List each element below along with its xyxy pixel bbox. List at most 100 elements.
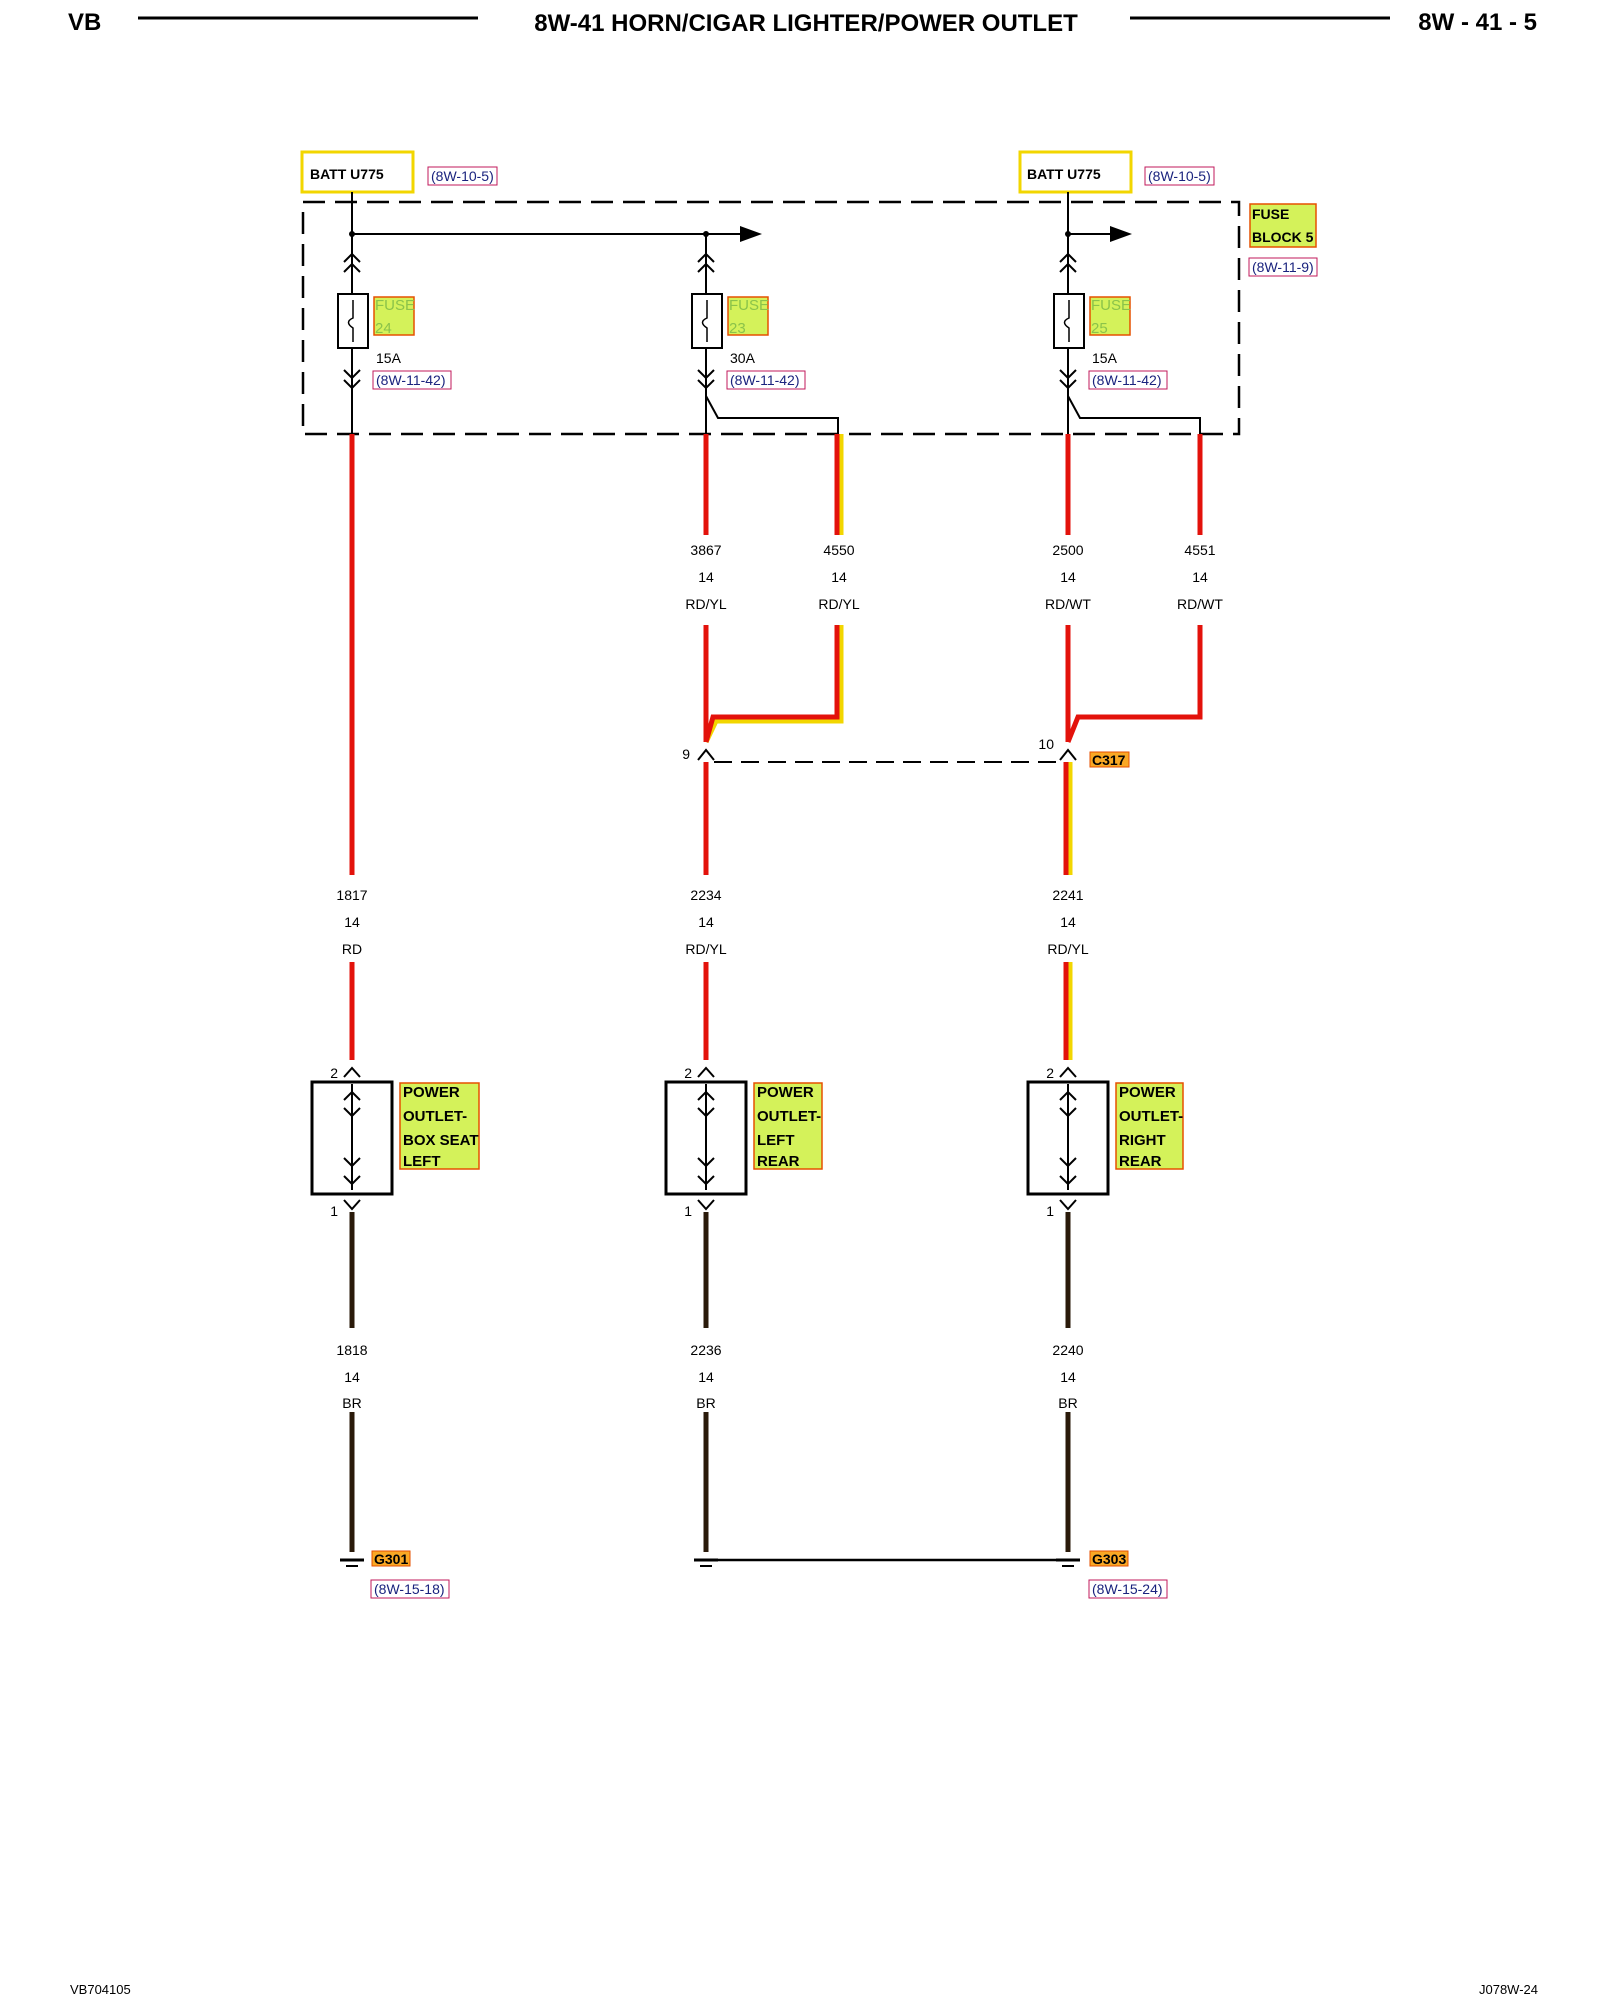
- ground-wires: [349, 1212, 1071, 1562]
- connector-chevron: [343, 252, 361, 263]
- fuse-element: [701, 300, 708, 342]
- power-outlet-right-rear: 2 1 POWER OUTLET- RIGHT REAR: [1026, 1065, 1184, 1219]
- fuse-23: FUSE 23 30A (8W-11-42): [691, 234, 839, 434]
- connector-chevron: [697, 1175, 715, 1186]
- ground-ref-box: [370, 1579, 450, 1599]
- outlet-label-line: RIGHT: [1119, 1132, 1166, 1149]
- wire-gauge: 14: [698, 1369, 714, 1385]
- connector-chevron: [343, 262, 361, 273]
- wire-labels-mid: 1817 14 RD 2234 14 RD/YL 2241 14 RD/YL: [336, 887, 1088, 957]
- batt-box: [300, 150, 415, 194]
- batt-ref-box: [1144, 166, 1215, 186]
- fuse-ref: (8W-11-42): [1092, 372, 1162, 388]
- connector-chevron: [697, 1090, 715, 1101]
- page-header: VB 8W-41 HORN/CIGAR LIGHTER/POWER OUTLET…: [68, 9, 1537, 37]
- wire-color: RD/WT: [1177, 596, 1223, 612]
- connector-chevron: [343, 1175, 361, 1186]
- fuse-name: FUSE: [375, 297, 415, 314]
- ground-highlight: [1089, 1550, 1129, 1567]
- batt-ref-box: [427, 166, 498, 186]
- batt-label: BATT U775: [1027, 166, 1101, 182]
- outlet-label-line: OUTLET-: [403, 1108, 467, 1125]
- fuse-amps: 30A: [730, 350, 756, 366]
- outlet-label-line: BOX SEAT: [403, 1132, 479, 1149]
- connector-chevron: [697, 1107, 715, 1118]
- wire-circuit: 4550: [823, 542, 854, 558]
- wire-color: BR: [696, 1395, 715, 1411]
- connector-chevron: [1059, 748, 1077, 761]
- wire-4550: [703, 625, 840, 743]
- wire-gauge: 14: [698, 914, 714, 930]
- outlet-pin-top: 2: [1046, 1065, 1054, 1081]
- connector-chevron: [343, 379, 361, 390]
- connector-chevron: [1059, 1066, 1077, 1078]
- wire-4550-stripe: [703, 625, 844, 744]
- connector-chevron: [697, 748, 715, 761]
- power-outlet-left-rear: 2 1 POWER OUTLET- LEFT REAR: [664, 1065, 823, 1219]
- outlet-label-line: LEFT: [403, 1153, 441, 1170]
- fuse-ref-box: [1088, 370, 1168, 390]
- fuse-block-line2: BLOCK 5: [1252, 229, 1314, 245]
- connector-chevron: [697, 1157, 715, 1168]
- connector-chevron: [1059, 369, 1077, 380]
- splice-branch: [1067, 395, 1201, 434]
- outlet-label-highlight: [1115, 1082, 1184, 1170]
- bus-bars: [349, 192, 1132, 242]
- wire-circuit: 2240: [1052, 1342, 1083, 1358]
- connector-chevron: [697, 1199, 715, 1211]
- wire-circuit: 2500: [1052, 542, 1083, 558]
- ground-splice-middle: [694, 1558, 718, 1567]
- wire-color: RD: [342, 941, 362, 957]
- wire-color: RD/YL: [1047, 941, 1088, 957]
- fuse-name: FUSE: [1091, 297, 1131, 314]
- fuse-amps: 15A: [1092, 350, 1118, 366]
- bus-arrow-left: [740, 226, 762, 242]
- ground-highlight: [371, 1550, 411, 1567]
- wire-gauge: 14: [1060, 1369, 1076, 1385]
- wire-gauge: 14: [1192, 569, 1208, 585]
- power-wires: [349, 434, 1203, 1060]
- wire-circuit: 1818: [336, 1342, 367, 1358]
- outlet-pin-bottom: 1: [684, 1203, 692, 1219]
- splice-branch: [705, 395, 839, 434]
- fuse-ref-box: [372, 370, 452, 390]
- connector-chevron: [1059, 252, 1077, 263]
- fuse-element: [347, 300, 354, 342]
- connector-chevron: [1059, 1157, 1077, 1168]
- outlet-pin-bottom: 1: [330, 1203, 338, 1219]
- outlet-pin-bottom: 1: [1046, 1203, 1054, 1219]
- batt-box: [1018, 150, 1133, 194]
- wire-color: BR: [1058, 1395, 1077, 1411]
- header-left: VB: [68, 9, 101, 36]
- outlet-label-line: REAR: [1119, 1153, 1162, 1170]
- fuse-name: FUSE: [729, 297, 769, 314]
- fuse-ref: (8W-11-42): [376, 372, 446, 388]
- outlet-pin-top: 2: [330, 1065, 338, 1081]
- batt-ref: (8W-10-5): [1148, 168, 1211, 184]
- connector-chevron: [1059, 1199, 1077, 1211]
- wire-circuit: 3867: [690, 542, 721, 558]
- connector-chevron: [697, 262, 715, 273]
- wire-color: RD/YL: [818, 596, 859, 612]
- wire-gauge: 14: [344, 914, 360, 930]
- wire-labels-top: 3867 14 RD/YL 4550 14 RD/YL 2500 14 RD/W…: [685, 542, 1223, 612]
- connector-chevron: [343, 1199, 361, 1211]
- header-right: 8W - 41 - 5: [1418, 9, 1537, 36]
- outlet-label-highlight: [753, 1082, 823, 1170]
- connector-name: C317: [1092, 752, 1126, 768]
- wire-circuit: 2234: [690, 887, 721, 903]
- outlet-label-highlight: [399, 1082, 480, 1170]
- fuse-block-label: FUSE BLOCK 5 (8W-11-9): [1248, 203, 1318, 277]
- wire-circuit: 2236: [690, 1342, 721, 1358]
- fuse-block-line1: FUSE: [1252, 206, 1289, 222]
- connector-chevron: [697, 252, 715, 263]
- connector-chevron: [343, 1066, 361, 1078]
- wire-gauge: 14: [344, 1369, 360, 1385]
- ground-g303: G303 (8W-15-24): [1056, 1550, 1168, 1599]
- connector-chevron: [1059, 1175, 1077, 1186]
- ground-name: G303: [1092, 1551, 1126, 1567]
- wire-color: RD/WT: [1045, 596, 1091, 612]
- page-title: 8W-41 HORN/CIGAR LIGHTER/POWER OUTLET: [534, 10, 1078, 37]
- fuse-highlight: [1089, 296, 1131, 336]
